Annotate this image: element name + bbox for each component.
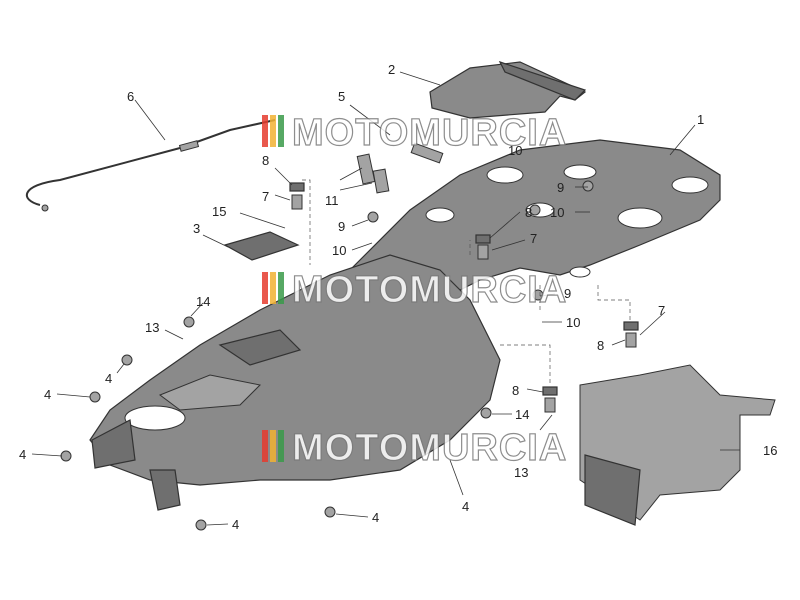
callout-7: 7 (658, 303, 665, 318)
part-3-plate (223, 231, 300, 261)
callout-7: 7 (530, 231, 537, 246)
callout-4: 4 (105, 371, 112, 386)
watermark-2: MOTOMURCIA (262, 268, 567, 312)
callout-9: 9 (564, 286, 571, 301)
callout-9: 9 (338, 219, 345, 234)
callout-8: 8 (525, 205, 532, 220)
callout-13: 13 (514, 465, 528, 480)
watermark-stripe-yellow (270, 430, 276, 462)
leader-lines (31, 71, 740, 526)
callout-8: 8 (597, 338, 604, 353)
callout-10: 10 (550, 205, 564, 220)
watermark-stripe-red (262, 272, 268, 304)
watermark-text: MOTOMURCIA (292, 427, 567, 469)
callout-4: 4 (44, 387, 51, 402)
callout-2: 2 (388, 62, 395, 77)
callout-3: 3 (193, 221, 200, 236)
callout-labels: 1 2 3 4 4 4 4 4 4 5 6 7 7 7 8 8 8 8 9 9 … (19, 62, 777, 532)
watermark-text: MOTOMURCIA (292, 112, 567, 154)
watermark-stripe-yellow (270, 272, 276, 304)
watermark-stripe-red (262, 430, 268, 462)
undertray-body (89, 254, 501, 511)
callout-4: 4 (372, 510, 379, 525)
callout-16: 16 (763, 443, 777, 458)
watermark-stripe-green (278, 272, 284, 304)
part-2-cover (429, 60, 587, 119)
part-6-cable (25, 119, 276, 212)
callout-7: 7 (262, 189, 269, 204)
callout-6: 6 (127, 89, 134, 104)
callout-5: 5 (338, 89, 345, 104)
callout-14: 14 (515, 407, 529, 422)
watermark-stripe-green (278, 430, 284, 462)
part-16-guard (579, 364, 776, 526)
callout-15: 15 (212, 204, 226, 219)
callout-8: 8 (512, 383, 519, 398)
callout-4: 4 (19, 447, 26, 462)
watermark-stripe-red (262, 115, 268, 147)
callout-14: 14 (196, 294, 210, 309)
hardware (60, 142, 639, 531)
callout-11: 11 (325, 193, 339, 208)
callout-1: 1 (697, 112, 704, 127)
callout-4: 4 (462, 499, 469, 514)
watermark-3: MOTOMURCIA (262, 426, 567, 470)
watermark-stripe-green (278, 115, 284, 147)
callout-10: 10 (566, 315, 580, 330)
callout-9: 9 (557, 180, 564, 195)
callout-4: 4 (232, 517, 239, 532)
callout-8: 8 (262, 153, 269, 168)
watermark-stripe-yellow (270, 115, 276, 147)
watermark-text: MOTOMURCIA (292, 269, 567, 311)
callout-10: 10 (508, 143, 522, 158)
watermark-1: MOTOMURCIA (262, 111, 567, 155)
assembly-lines (302, 179, 631, 385)
callout-13: 13 (145, 320, 159, 335)
callout-10: 10 (332, 243, 346, 258)
